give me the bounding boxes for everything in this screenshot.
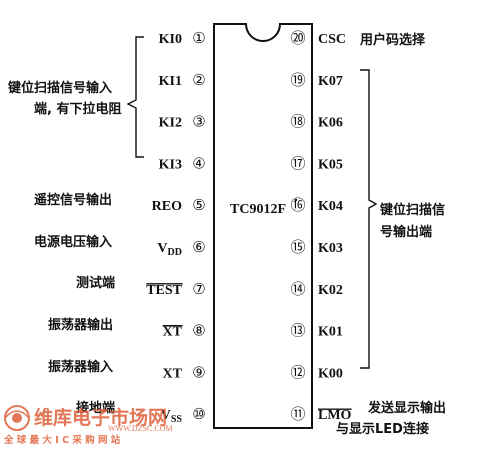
chip-name: TC9012F [230,202,286,217]
pin-10-label: VSS [161,408,183,425]
pin-3-label: KI2 [159,116,182,131]
pin8-description: 振荡器输出 [48,317,113,333]
ki-group-label-line2: 端, 有下拉电阻 [34,101,121,117]
pin-5-label: REO [152,199,182,214]
pin-9-number: ⑨ [192,363,205,381]
pin-11-number: ⑪ [290,405,305,423]
pin-4-number: ④ [192,154,205,172]
pin-20-number: ⑳ [290,29,305,47]
pin-1-number: ① [192,29,205,47]
pin-12-label: K00 [318,366,343,381]
pin-8-label: XT [163,325,183,340]
left-pins: ① KI0 ② KI1 ③ KI2 ④ KI3 ⑤ REO ⑥ VDD ⑦ TEST ⑧ XT ⑨ XT ⑩ VSS [146,29,206,425]
pin-3-number: ③ [192,113,205,131]
ki-group-label-line1: 键位扫描信号输入 [7,80,112,96]
pin11-description-line1: 发送显示输出 [367,400,446,416]
pin-6-number: ⑥ [192,238,205,256]
pin9-description: 振荡器输入 [48,359,113,375]
watermark-logo-text: 维库电子市场网 [34,406,167,429]
right-pins: ⑪ LMO ⑫ K00 ⑬ K01 ⑭ K02 ⑮ K03 ⑯ K04 ⑰ K05 ⑱ K06 ⑲ K07 ⑳ CSC [290,29,352,423]
pin-11-label: LMO [318,408,352,423]
k-group-brace [360,69,378,369]
pin-13-number: ⑬ [290,322,305,340]
chip-dot [294,198,298,202]
pin-17-number: ⑰ [290,154,305,172]
pin-14-label: K02 [318,283,343,298]
pin-9-label: XT [163,366,183,381]
pin-15-number: ⑮ [290,238,305,256]
pin-16-label: K04 [318,199,343,214]
chip-body [213,23,313,429]
ki-group-brace [126,36,144,158]
watermark-slogan: 全 球 最 大 I C 采 购 网 站 [3,434,121,446]
pin-19-label: K07 [318,74,343,89]
pin-2-label: KI1 [159,74,182,89]
k-group-label-line2: 号输出端 [380,224,432,240]
pin-12-number: ⑫ [290,363,305,381]
pin-19-number: ⑲ [290,71,305,89]
pin-5-number: ⑤ [192,196,205,214]
pin-2-number: ② [192,71,205,89]
pin-7-number: ⑦ [192,280,205,298]
pin-8-number: ⑧ [192,322,205,340]
pin11-description-line2: 与显示LED连接 [336,421,429,437]
pin20-description: 用户码选择 [359,32,426,48]
pin-20-label: CSC [318,32,346,47]
watermark-url: WWW.DZSC.COM [108,424,173,433]
pin5-description: 遥控信号输出 [34,192,112,208]
pin-18-number: ⑱ [290,113,305,131]
pin-7-label: TEST [146,283,182,298]
pin-13-label: K01 [318,325,343,340]
pin-4-label: KI3 [159,157,182,172]
watermark: 维库电子市场网 WWW.DZSC.COM 全 球 最 大 I C 采 购 网 站 [3,405,173,446]
pin6-description: 电源电压输入 [34,234,112,250]
pin7-description: 测试端 [76,275,115,291]
pin-14-number: ⑭ [290,280,305,298]
pin-10-number: ⑩ [192,405,205,423]
pin-16-number: ⑯ [290,196,305,214]
pin-17-label: K05 [318,157,343,172]
pin-18-label: K06 [318,116,343,131]
pin10-description: 接地端 [76,400,115,416]
pin-1-label: KI0 [159,32,182,47]
k-group-label-line1: 键位扫描信 [379,202,445,218]
watermark-logo-icon [4,405,30,431]
pin-6-label: VDD [157,241,182,258]
pin-15-label: K03 [318,241,343,256]
